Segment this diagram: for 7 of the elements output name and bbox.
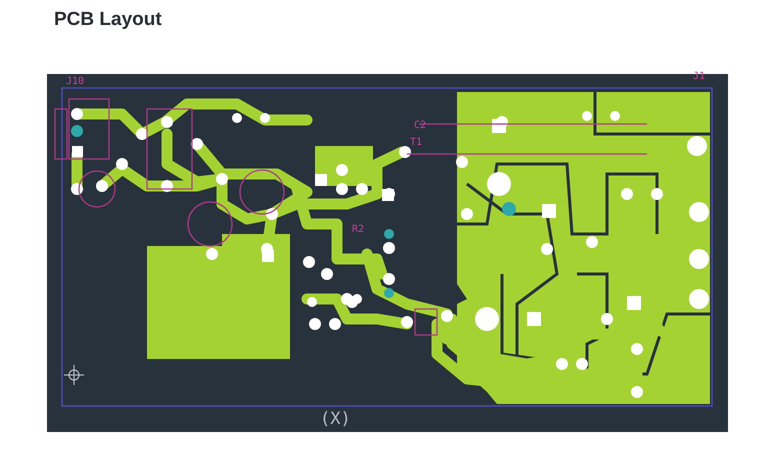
board-marking: (X) [320, 410, 351, 428]
component-designator: J10 [66, 76, 84, 87]
component-designator: T1 [410, 137, 422, 148]
component-designator: C2 [414, 120, 426, 131]
page-title: PCB Layout [54, 9, 162, 31]
component-designator: J1 [693, 71, 706, 82]
component-designator: R2 [352, 224, 364, 235]
